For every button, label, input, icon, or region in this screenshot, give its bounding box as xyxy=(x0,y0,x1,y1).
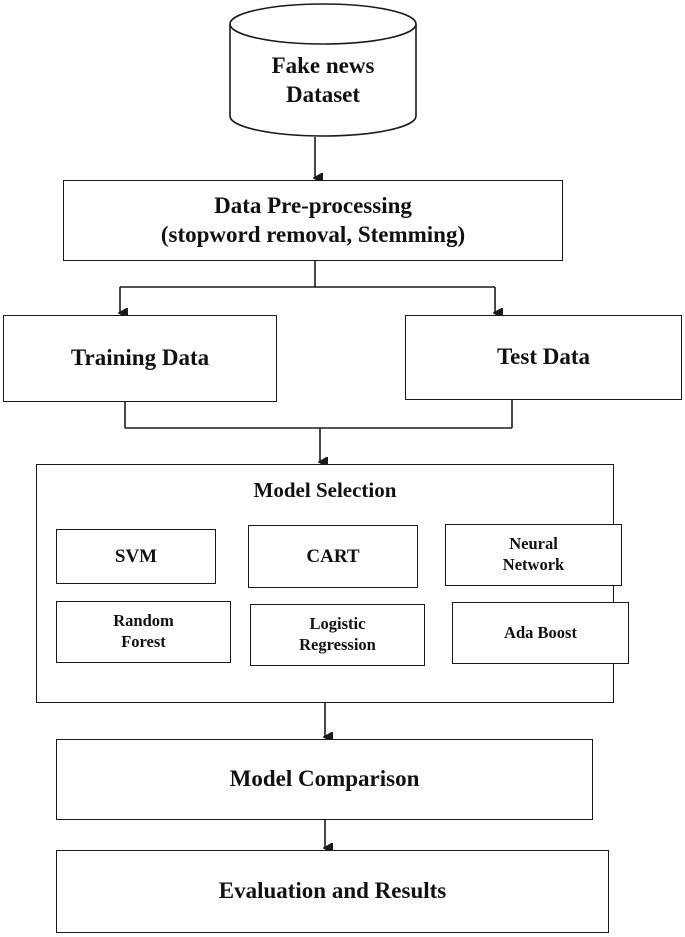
model-ada-boost-label: Ada Boost xyxy=(504,622,577,642)
model-logistic-regression-label: Logistic Regression xyxy=(299,614,376,654)
model-comparison-label: Model Comparison xyxy=(229,766,420,792)
dataset-label: Fake news Dataset xyxy=(271,53,375,107)
model-svm-box: SVM xyxy=(56,529,216,584)
preprocessing-label: Data Pre-processing (stopword removal, S… xyxy=(160,192,466,247)
model-selection-title: Model Selection xyxy=(253,478,397,502)
model-neural-network-box: Neural Network xyxy=(445,524,622,586)
model-logistic-regression-box: Logistic Regression xyxy=(250,604,425,666)
training-data-label: Training Data xyxy=(70,345,210,371)
evaluation-label: Evaluation and Results xyxy=(218,878,447,904)
model-comparison-box: Model Comparison xyxy=(56,739,593,820)
dataset-cylinder xyxy=(229,3,417,137)
training-data-box: Training Data xyxy=(3,315,277,402)
model-random-forest-label: Random Forest xyxy=(113,611,174,651)
preprocessing-box: Data Pre-processing (stopword removal, S… xyxy=(63,180,563,261)
evaluation-box: Evaluation and Results xyxy=(56,850,609,933)
model-random-forest-box: Random Forest xyxy=(56,601,231,663)
model-ada-boost-box: Ada Boost xyxy=(452,602,629,664)
model-cart-box: CART xyxy=(248,525,418,588)
test-data-box: Test Data xyxy=(405,315,682,400)
model-svm-label: SVM xyxy=(114,545,158,567)
model-neural-network-label: Neural Network xyxy=(502,534,565,574)
model-cart-label: CART xyxy=(306,545,360,567)
test-data-label: Test Data xyxy=(496,344,591,370)
